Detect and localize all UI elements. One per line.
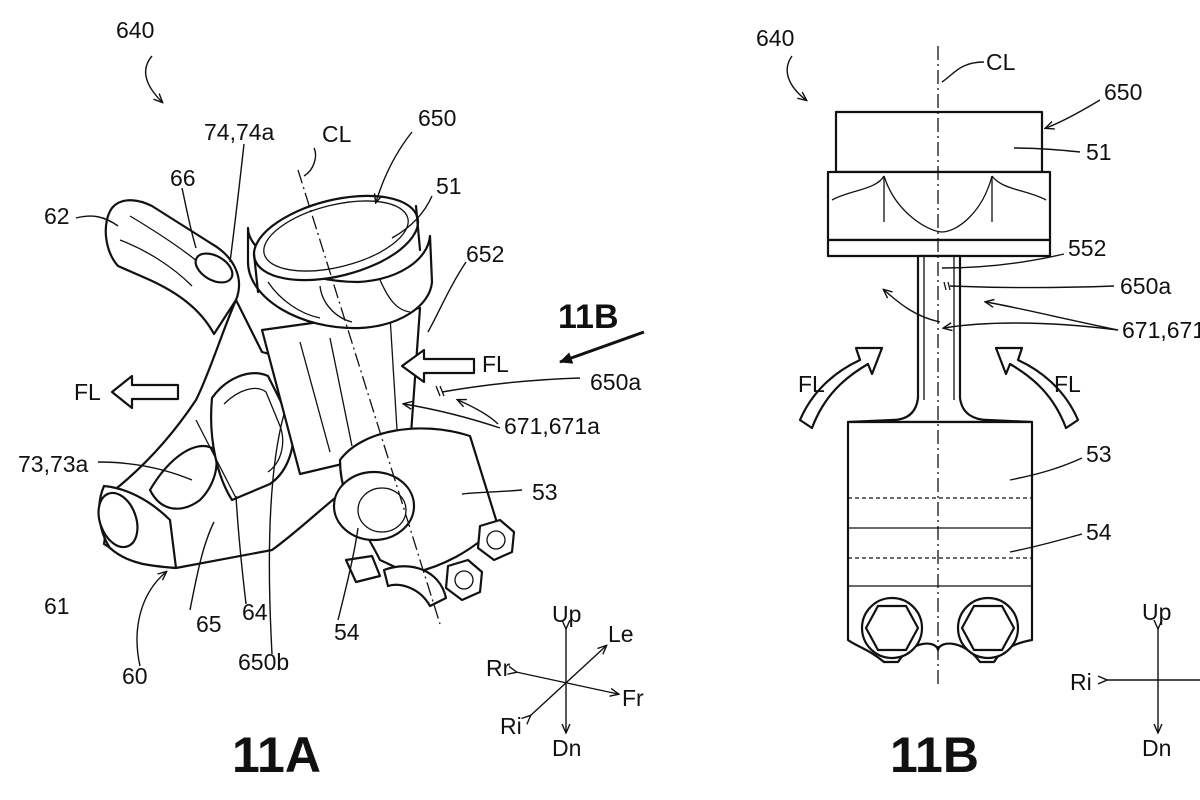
figure-11a: 640 74,74a CL 650 66 51 62 652 11B FL 65… bbox=[18, 17, 645, 783]
label-73: 73,73a bbox=[18, 451, 89, 477]
flow-arrow-left-b bbox=[798, 346, 884, 430]
axis-dn-b: Dn bbox=[1142, 735, 1171, 761]
label-fl-left-b: FL bbox=[798, 371, 825, 397]
label-74: 74,74a bbox=[204, 119, 275, 145]
label-61: 61 bbox=[44, 593, 70, 619]
flow-arrow-right-b bbox=[994, 346, 1080, 430]
label-671-a: 671,671a bbox=[504, 413, 600, 439]
hex-ring-b bbox=[826, 170, 1052, 242]
bolt-left-b bbox=[860, 596, 924, 660]
label-54-a: 54 bbox=[334, 619, 360, 645]
label-650-a: 650 bbox=[418, 105, 456, 131]
label-53-b: 53 bbox=[1086, 441, 1112, 467]
label-fl-left-a: FL bbox=[74, 379, 101, 405]
label-11b-view: 11B bbox=[558, 298, 619, 336]
axis-rr-a: Rr bbox=[486, 655, 511, 681]
axes-cross-b bbox=[1106, 628, 1200, 732]
centerline-a bbox=[297, 169, 441, 625]
axis-dn-a: Dn bbox=[552, 735, 581, 761]
label-fl-right-b: FL bbox=[1054, 371, 1081, 397]
label-650a-b: 650a bbox=[1120, 273, 1171, 299]
label-64: 64 bbox=[242, 599, 268, 625]
label-65: 65 bbox=[196, 611, 222, 637]
label-51-b: 51 bbox=[1086, 139, 1112, 165]
label-cl-b: CL bbox=[986, 49, 1016, 75]
label-62: 62 bbox=[44, 203, 70, 229]
caption-11a: 11A bbox=[232, 727, 321, 783]
label-60: 60 bbox=[122, 663, 148, 689]
pocket-73 bbox=[148, 444, 218, 510]
label-53-a: 53 bbox=[532, 479, 558, 505]
label-640-a: 640 bbox=[116, 17, 154, 43]
figure-11b: 640 CL 650 51 552 650a 671,671 FL FL 53 … bbox=[756, 25, 1200, 783]
label-51-a: 51 bbox=[436, 173, 462, 199]
label-652: 652 bbox=[466, 241, 504, 267]
cap-51-b bbox=[834, 110, 1044, 174]
axis-up-a: Up bbox=[552, 601, 581, 627]
axis-up-b: Up bbox=[1142, 599, 1171, 625]
label-552: 552 bbox=[1068, 235, 1106, 261]
label-cl-a: CL bbox=[322, 121, 352, 147]
label-66: 66 bbox=[170, 165, 196, 191]
label-fl-right-a: FL bbox=[482, 351, 509, 377]
label-671-b: 671,671 bbox=[1122, 317, 1200, 343]
label-54-b: 54 bbox=[1086, 519, 1112, 545]
axes-cross-a bbox=[516, 628, 618, 732]
clamp-hole bbox=[332, 470, 416, 542]
bracket-arm-upper bbox=[104, 199, 241, 336]
bolt-upper bbox=[476, 518, 516, 562]
axis-fr-a: Fr bbox=[622, 685, 644, 711]
neck-552 bbox=[846, 254, 1034, 424]
bolt-right-b bbox=[956, 596, 1020, 660]
label-650a-a: 650a bbox=[590, 369, 641, 395]
flow-arrow-right-a bbox=[400, 348, 476, 384]
bolt-lower bbox=[444, 558, 484, 602]
label-650b: 650b bbox=[238, 649, 289, 675]
caption-11b: 11B bbox=[890, 727, 979, 783]
label-650-b: 650 bbox=[1104, 79, 1142, 105]
axis-le-a: Le bbox=[608, 621, 634, 647]
axis-ri-a: Ri bbox=[500, 713, 522, 739]
label-640-b: 640 bbox=[756, 25, 794, 51]
view-arrow-11b bbox=[559, 330, 645, 364]
flow-arrow-left-a bbox=[110, 374, 180, 410]
axis-ri-b: Ri bbox=[1070, 669, 1092, 695]
